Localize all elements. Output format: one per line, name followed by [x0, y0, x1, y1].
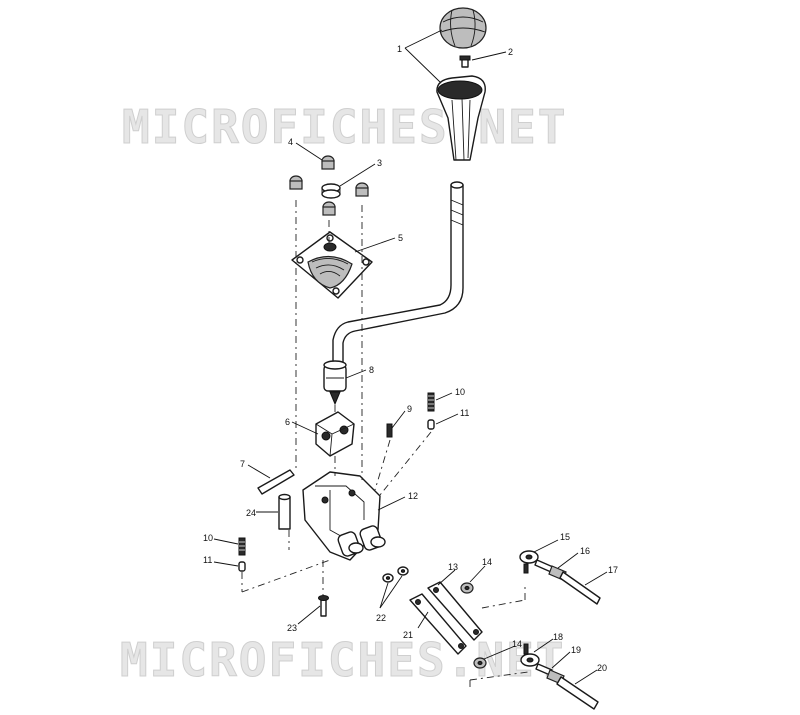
callout-14-lower: 14 [512, 639, 522, 649]
screw[interactable] [459, 55, 471, 68]
lock-nut-lower[interactable] [473, 657, 487, 669]
callout-7: 7 [240, 459, 245, 469]
detent-plunger-upper[interactable] [427, 419, 435, 430]
cap-nut-right[interactable] [355, 182, 369, 197]
washer-a[interactable] [382, 573, 394, 583]
callout-labels: 1 2 3 4 5 6 7 8 9 10 11 12 13 14 15 16 1… [203, 44, 618, 673]
callout-21: 21 [403, 630, 413, 640]
callout-24: 24 [246, 508, 256, 518]
callout-2: 2 [508, 47, 513, 57]
callout-1: 1 [397, 44, 402, 54]
shift-link-upper[interactable] [427, 581, 483, 641]
leader-lines [213, 29, 608, 685]
callout-8: 8 [369, 365, 374, 375]
assembly-lines [241, 200, 529, 690]
retaining-ring[interactable] [321, 183, 341, 199]
callout-4: 4 [288, 137, 293, 147]
shift-cable-upper[interactable] [559, 571, 601, 605]
callout-10: 10 [455, 387, 465, 397]
cap-nut-left[interactable] [289, 175, 303, 190]
lock-nut-upper[interactable] [460, 582, 474, 594]
callout-9: 9 [407, 404, 412, 414]
callout-11: 11 [460, 408, 469, 418]
callout-17: 17 [608, 565, 618, 575]
callout-12: 12 [408, 491, 418, 501]
pivot-pin[interactable] [257, 469, 295, 495]
callout-22: 22 [376, 613, 386, 623]
callout-6: 6 [285, 417, 290, 427]
shift-link-lower[interactable] [409, 593, 467, 655]
shifter-housing[interactable] [302, 471, 386, 561]
lever-coupler[interactable] [323, 360, 347, 406]
spring-upper[interactable] [427, 392, 435, 412]
watermark-bottom: MICROFICHES.NET [120, 633, 565, 687]
pivot-block[interactable] [315, 411, 355, 457]
callout-14-upper: 14 [482, 557, 492, 567]
callout-19: 19 [571, 645, 581, 655]
mounting-bolt[interactable] [318, 595, 329, 617]
callout-18: 18 [553, 632, 563, 642]
callout-16: 16 [580, 546, 590, 556]
washer-b[interactable] [397, 566, 409, 576]
callout-13: 13 [448, 562, 458, 572]
callout-23: 23 [287, 623, 297, 633]
watermark-top: MICROFICHES.NET [122, 100, 567, 154]
cap-nut-bottom[interactable] [322, 201, 336, 216]
detent-pin-upper[interactable] [386, 423, 393, 438]
callout-3: 3 [377, 158, 382, 168]
callout-5: 5 [398, 233, 403, 243]
callout-20: 20 [597, 663, 607, 673]
detent-plunger-lower[interactable] [238, 561, 246, 572]
cap-nut-top[interactable] [321, 155, 335, 170]
callout-11-lower: 11 [203, 555, 212, 565]
shifter-boot-plate[interactable] [291, 231, 373, 299]
shift-knob-top[interactable] [439, 7, 487, 49]
shift-knob-boot[interactable] [436, 75, 486, 161]
guide-sleeve[interactable] [278, 493, 291, 530]
rod-end-upper[interactable] [519, 550, 554, 574]
spring-lower[interactable] [238, 537, 246, 556]
shift-cable-lower[interactable] [556, 676, 599, 710]
callout-10-lower: 10 [203, 533, 213, 543]
callout-15: 15 [560, 532, 570, 542]
